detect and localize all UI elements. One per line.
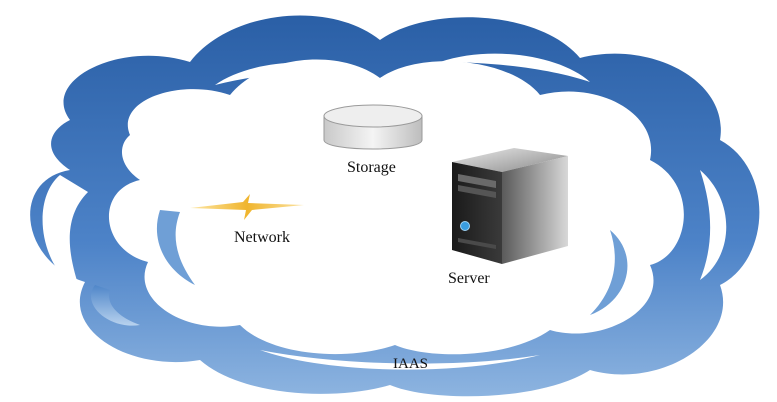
- network-label: Network: [234, 229, 290, 246]
- iaas-label: IAAS: [393, 356, 429, 372]
- cloud-swoosh-right: [700, 170, 727, 280]
- cloud-swoosh-top: [215, 62, 360, 85]
- storage-disk-icon: [322, 102, 424, 160]
- cloud-swoosh-left-2: [91, 285, 140, 326]
- server-label: Server: [448, 270, 490, 287]
- cloud-swoosh-bottom: [260, 350, 540, 370]
- storage-label: Storage: [347, 159, 396, 176]
- cloud-inner-blue-band: [156, 210, 195, 285]
- cloud-swoosh-top-right: [440, 53, 590, 82]
- server-tower-icon: [444, 142, 574, 271]
- cloud-swoosh-left: [42, 175, 88, 290]
- cloud-inner-blue-band-right: [590, 230, 628, 315]
- inner-cloud-body: [108, 59, 684, 355]
- lightning-bolt-icon: [188, 190, 306, 228]
